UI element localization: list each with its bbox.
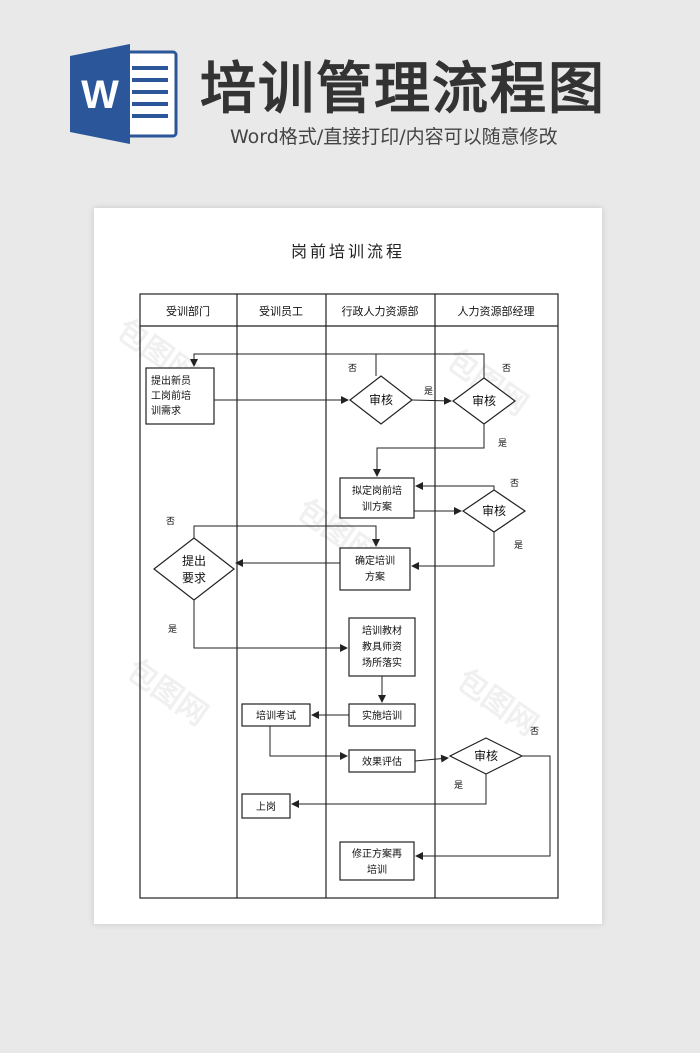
svg-text:审核: 审核 bbox=[472, 393, 496, 408]
edge bbox=[376, 353, 485, 378]
node-evaluate: 效果评估 bbox=[348, 749, 416, 773]
svg-text:要求: 要求 bbox=[182, 571, 206, 585]
node-exam: 培训考试 bbox=[241, 703, 311, 727]
svg-text:培训教材: 培训教材 bbox=[362, 624, 402, 637]
edge-label: 否 bbox=[348, 363, 357, 374]
svg-text:审核: 审核 bbox=[482, 503, 506, 518]
document-title: 岗前培训流程 bbox=[290, 242, 405, 261]
edge-label: 否 bbox=[510, 478, 519, 489]
node-on-duty: 上岗 bbox=[241, 793, 291, 819]
edge bbox=[291, 774, 487, 808]
lane-header: 行政人力资源部 bbox=[342, 304, 419, 318]
node-draft-plan: 拟定岗前培 训方案 bbox=[339, 477, 415, 519]
decision-review-3: 审核 bbox=[461, 489, 527, 533]
svg-text:方案: 方案 bbox=[365, 570, 385, 583]
decision-request: 提出 要求 bbox=[153, 537, 235, 601]
node-training-need: 提出新员 工岗前培 训需求 bbox=[145, 367, 215, 425]
decision-review-2: 审核 bbox=[451, 377, 517, 425]
decision-review-1: 审核 bbox=[349, 375, 413, 425]
main-title: 培训管理流程图 bbox=[200, 57, 606, 122]
edge bbox=[373, 424, 485, 477]
document-page: 包图网 包图网 包图网 包图网 包图网 岗前培训流程 受训部门 受训员工 行政人… bbox=[94, 208, 602, 924]
svg-text:W: W bbox=[81, 73, 119, 117]
svg-text:审核: 审核 bbox=[369, 392, 393, 407]
svg-text:工岗前培: 工岗前培 bbox=[151, 389, 191, 402]
svg-text:培训考试: 培训考试 bbox=[256, 709, 296, 722]
edge bbox=[411, 396, 452, 405]
edge bbox=[269, 726, 348, 760]
edge-label: 否 bbox=[502, 363, 511, 374]
edge-label: 是 bbox=[168, 624, 177, 635]
edge bbox=[411, 532, 495, 570]
node-implement: 实施培训 bbox=[348, 703, 416, 727]
svg-text:确定培训: 确定培训 bbox=[355, 554, 395, 567]
lane-header: 人力资源部经理 bbox=[458, 304, 535, 318]
lane-header: 受训员工 bbox=[259, 305, 303, 318]
edge bbox=[415, 482, 495, 490]
edge bbox=[415, 755, 551, 860]
edge-label: 否 bbox=[166, 516, 175, 527]
svg-text:训需求: 训需求 bbox=[151, 405, 181, 417]
svg-text:修正方案再: 修正方案再 bbox=[352, 847, 402, 860]
edge bbox=[190, 353, 377, 376]
edge bbox=[414, 754, 449, 763]
flowchart: 受训部门 受训员工 行政人力资源部 人力资源部经理 提出新员 工岗前培 训需求 … bbox=[139, 293, 559, 899]
node-revise: 修正方案再 培训 bbox=[339, 841, 415, 881]
lane-header: 受训部门 bbox=[166, 304, 210, 318]
edge-label: 是 bbox=[514, 540, 523, 551]
edge-label: 否 bbox=[530, 726, 539, 737]
subtitle: Word格式/直接打印/内容可以随意修改 bbox=[230, 126, 558, 148]
swimlane-grid bbox=[139, 293, 559, 899]
svg-text:培训: 培训 bbox=[367, 863, 387, 876]
word-icon: W bbox=[70, 44, 178, 144]
banner: W 培训管理流程图 Word格式/直接打印/内容可以随意修改 bbox=[0, 0, 700, 200]
svg-text:场所落实: 场所落实 bbox=[362, 656, 402, 669]
edge-label: 是 bbox=[454, 780, 463, 791]
svg-text:提出新员: 提出新员 bbox=[151, 374, 191, 387]
svg-text:提出: 提出 bbox=[182, 553, 206, 568]
svg-text:上岗: 上岗 bbox=[256, 801, 276, 813]
edge bbox=[193, 525, 380, 547]
svg-text:效果评估: 效果评估 bbox=[362, 755, 402, 768]
svg-text:教具师资: 教具师资 bbox=[362, 640, 402, 653]
svg-text:审核: 审核 bbox=[474, 748, 498, 763]
svg-text:实施培训: 实施培训 bbox=[362, 709, 402, 722]
node-confirm-plan: 确定培训 方案 bbox=[339, 547, 411, 591]
decision-review-4: 审核 bbox=[448, 737, 524, 775]
edge bbox=[193, 600, 348, 652]
svg-text:训方案: 训方案 bbox=[362, 500, 392, 513]
svg-text:拟定岗前培: 拟定岗前培 bbox=[352, 484, 402, 497]
edge-label: 是 bbox=[498, 438, 507, 449]
node-materials: 培训教材 教具师资 场所落实 bbox=[348, 617, 416, 677]
edge-label: 是 bbox=[424, 386, 433, 397]
